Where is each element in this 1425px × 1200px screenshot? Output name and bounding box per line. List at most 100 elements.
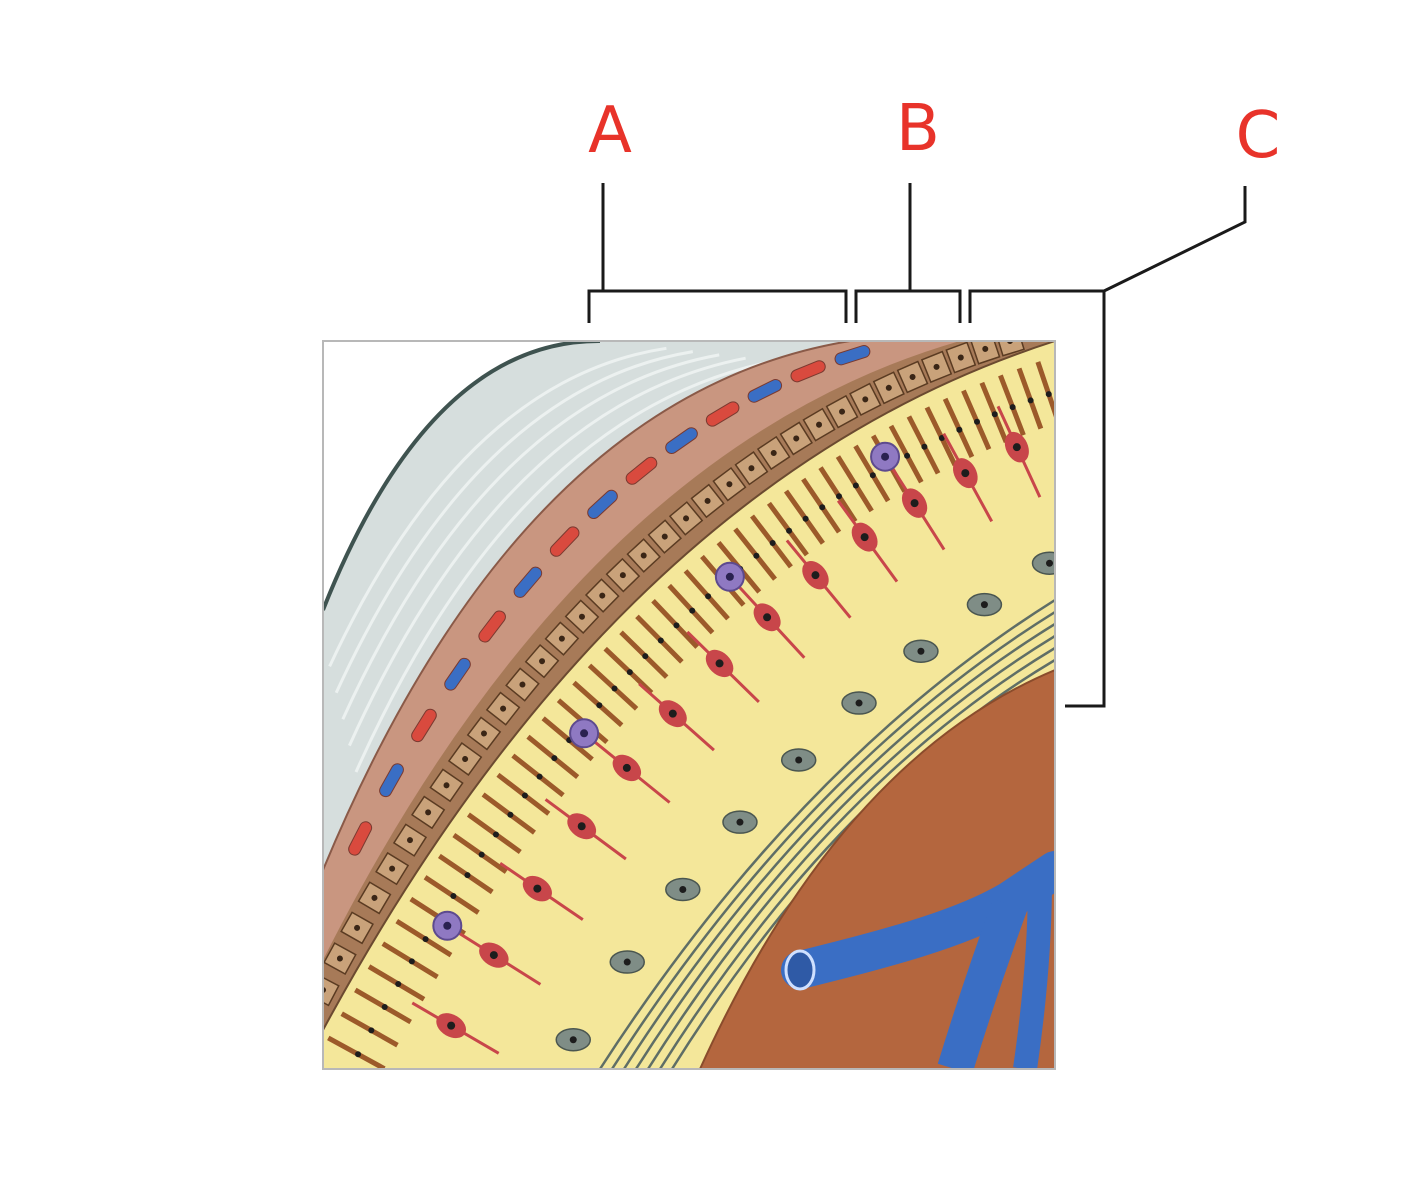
- pigment-cell-nucleus: [443, 782, 450, 789]
- horizontal-nucleus: [443, 921, 452, 930]
- photoreceptor-nucleus: [802, 515, 809, 522]
- photoreceptor-nucleus: [355, 1051, 362, 1058]
- pigment-cell: [945, 341, 977, 374]
- photoreceptor-nucleus: [852, 482, 859, 489]
- pigment-cell-nucleus: [539, 658, 546, 665]
- illustration-panel: [323, 341, 1055, 1069]
- photoreceptor-nucleus: [536, 773, 543, 780]
- photoreceptor-nucleus: [836, 493, 843, 500]
- pigment-cell: [429, 768, 464, 803]
- label-a: A: [588, 94, 632, 168]
- ganglion-nucleus: [679, 886, 687, 894]
- photoreceptor-nucleus: [753, 552, 760, 559]
- pigment-cell: [564, 599, 600, 635]
- pigment-cell: [734, 451, 769, 486]
- choroid-capillary: [379, 763, 404, 798]
- photoreceptor-nucleus: [408, 958, 415, 965]
- pigment-cell: [605, 557, 641, 593]
- pigment-cell: [668, 501, 704, 536]
- pigment-cell-body: [995, 341, 1025, 357]
- pigment-cell: [825, 394, 859, 429]
- photoreceptor-nucleus: [657, 637, 664, 644]
- pigment-cell-nucleus: [957, 354, 964, 361]
- choroid-capillary: [478, 610, 506, 643]
- photoreceptor-nucleus: [973, 418, 980, 425]
- pigment-cell-nucleus: [862, 396, 869, 403]
- photoreceptor-nucleus: [769, 540, 776, 547]
- pigment-cell: [849, 382, 882, 417]
- bipolar-nucleus: [489, 951, 498, 960]
- pigment-cell-nucleus: [519, 681, 526, 688]
- pigment-cell: [779, 421, 813, 456]
- retinal-blood-vessel: [781, 851, 1055, 1069]
- bipolar-nucleus: [447, 1021, 456, 1030]
- choroid-capillary: [625, 456, 658, 485]
- horizontal-nucleus: [881, 452, 890, 461]
- choroid-capillary: [790, 360, 826, 383]
- pigment-cell-nucleus: [704, 497, 711, 504]
- choroid-capillary: [444, 657, 471, 691]
- photoreceptor-nucleus: [904, 452, 911, 459]
- photoreceptor-nucleus: [596, 702, 603, 709]
- sclera-fiber: [341, 353, 720, 720]
- pigment-cell-nucleus: [462, 756, 469, 763]
- bipolar-nucleus: [1012, 443, 1021, 452]
- pigment-cell-nucleus: [336, 955, 343, 962]
- pigment-cell: [485, 691, 521, 726]
- pigment-cell-nucleus: [661, 533, 668, 540]
- pigment-cell: [392, 823, 428, 857]
- photoreceptor-nucleus: [1045, 391, 1052, 398]
- pigment-cell-nucleus: [933, 363, 940, 370]
- bipolar-nucleus: [668, 709, 677, 718]
- photoreceptor-nucleus: [1009, 404, 1016, 411]
- photoreceptor-nucleus: [507, 811, 514, 818]
- pigment-cell: [375, 851, 410, 886]
- photoreceptor-nucleus: [611, 685, 618, 692]
- pigment-cell-nucleus: [683, 515, 690, 522]
- bipolar-nucleus: [533, 884, 542, 893]
- bracket-c: [968, 186, 1247, 708]
- pigment-cell: [447, 742, 483, 777]
- bipolar-nucleus: [811, 571, 820, 580]
- horizontal-nucleus: [580, 729, 589, 738]
- photoreceptor-nucleus: [422, 936, 429, 943]
- bipolar-nucleus: [961, 469, 970, 478]
- horizontal-nucleus: [725, 572, 734, 581]
- photoreceptor-nucleus: [705, 593, 712, 600]
- pigment-cell: [712, 466, 747, 502]
- pigment-cell: [544, 621, 580, 656]
- pigment-cell: [357, 881, 392, 915]
- pigment-cell: [756, 435, 791, 471]
- sclera-fiber: [334, 350, 694, 694]
- pigment-cell-nucleus: [425, 809, 432, 816]
- nerve-fiber: [646, 646, 1055, 1069]
- ganglion-nucleus: [736, 818, 744, 826]
- photoreceptor-nucleus: [1027, 397, 1034, 404]
- pigment-cell-nucleus: [500, 705, 507, 712]
- photoreceptor-nucleus: [464, 872, 471, 879]
- choroid-capillary: [411, 708, 437, 743]
- photoreceptor-nucleus: [673, 622, 680, 629]
- pigment-cell-nucleus: [793, 435, 800, 442]
- pigment-cell-nucleus: [885, 384, 892, 391]
- pigment-cell-nucleus: [770, 449, 777, 456]
- bipolar-nucleus: [577, 822, 586, 831]
- pigment-cell-nucleus: [406, 837, 413, 844]
- pigment-cell-body: [323, 973, 340, 1007]
- bipolar-nucleus: [622, 763, 631, 772]
- pigment-cell-nucleus: [640, 552, 647, 559]
- photoreceptor-nucleus: [956, 426, 963, 433]
- photoreceptor: [1054, 356, 1055, 359]
- pigment-cell-nucleus: [354, 924, 361, 931]
- bracket-a: [587, 183, 848, 323]
- pigment-cell-nucleus: [578, 613, 585, 620]
- pigment-cell-nucleus: [982, 345, 989, 352]
- pigment-cell: [524, 643, 560, 679]
- illustration-frame: [322, 340, 1056, 1070]
- pigment-cell-nucleus: [816, 421, 823, 428]
- ganglion-nucleus: [855, 699, 863, 707]
- pigment-cell-nucleus: [909, 373, 916, 380]
- pigment-cell: [920, 350, 953, 384]
- pigment-cell-nucleus: [558, 635, 565, 642]
